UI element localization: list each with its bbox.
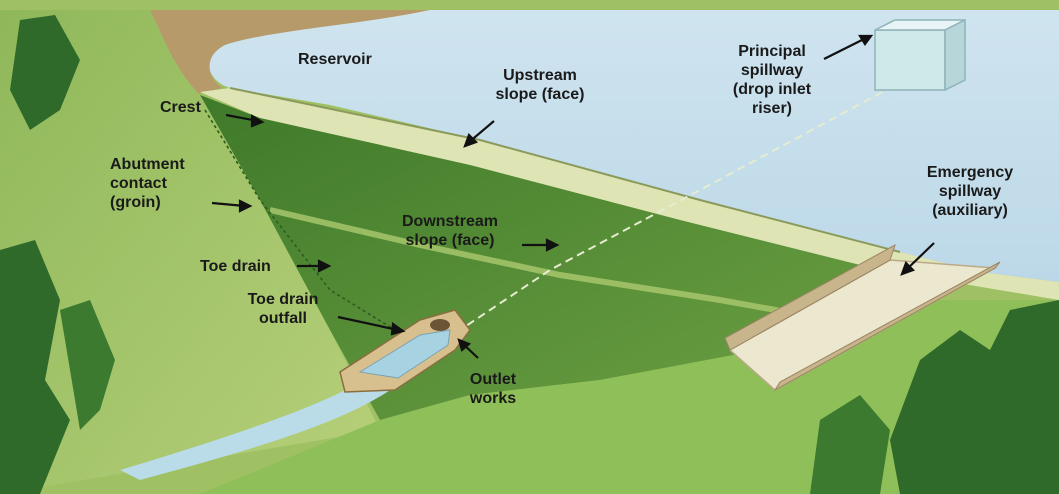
- toe-drain-label-line: Toe drain: [200, 258, 271, 275]
- outlet-works-structure: [339, 309, 471, 393]
- label-toe-drain-outfall: Toe drain outfall: [235, 290, 331, 328]
- crest-label-line: Crest: [160, 99, 201, 116]
- emergency-spillway-channel: [724, 243, 1001, 392]
- outlet-stream: [120, 375, 410, 480]
- abutment-label-line-2: contact: [110, 175, 167, 192]
- toe-drain-line: [204, 109, 396, 331]
- upstream-label-line-1: Upstream: [503, 67, 577, 84]
- shoreline-rocks: [150, 10, 430, 95]
- abutment-label-line-3: (groin): [110, 194, 161, 211]
- downstream-slope: [200, 95, 880, 420]
- downstream-berm: [269, 207, 821, 321]
- label-reservoir: Reservoir: [298, 50, 372, 69]
- dam-crest: [200, 88, 1059, 300]
- abutment-label-line-1: Abutment: [110, 156, 185, 173]
- spillway-conduit: [444, 79, 906, 341]
- upstream-label-line-2: slope (face): [495, 86, 585, 103]
- trees-right: [810, 300, 1059, 494]
- downstream-label-line-2: slope (face): [405, 232, 495, 249]
- principal-label-line-2: spillway: [740, 62, 804, 79]
- trees-left: [0, 15, 115, 494]
- toe-outfall-label-line-1: Toe drain: [247, 291, 319, 308]
- label-upstream-slope: Upstream slope (face): [470, 66, 610, 104]
- toe-outfall-label-line-2: outfall: [259, 310, 307, 327]
- emergency-label-line-1: Emergency: [926, 164, 1014, 181]
- principal-label-line-3: (drop inlet: [732, 81, 812, 98]
- upstream-edge: [229, 87, 901, 253]
- emergency-label-line-3: (auxiliary): [932, 202, 1008, 219]
- principal-label-line-4: riser): [751, 100, 793, 117]
- drop-inlet-riser: [874, 18, 966, 92]
- label-crest: Crest: [160, 98, 201, 117]
- label-downstream-slope: Downstream slope (face): [382, 212, 518, 250]
- label-outlet-works: Outlet works: [450, 370, 536, 408]
- principal-label-line-1: Principal: [738, 43, 806, 60]
- pointer-arrows: [211, 34, 935, 359]
- outlet-label-line-2: works: [469, 390, 517, 407]
- label-emergency-spillway: Emergency spillway (auxiliary): [910, 163, 1030, 220]
- downstream-label-line-1: Downstream: [401, 213, 499, 230]
- label-abutment-contact: Abutment contact (groin): [110, 155, 185, 212]
- reservoir-water: [206, 10, 1059, 282]
- label-principal-spillway: Principal spillway (drop inlet riser): [712, 42, 832, 118]
- emergency-label-line-2: spillway: [938, 183, 1002, 200]
- outlet-label-line-1: Outlet: [469, 371, 517, 388]
- label-toe-drain: Toe drain: [200, 257, 271, 276]
- reservoir-label-line: Reservoir: [298, 51, 372, 68]
